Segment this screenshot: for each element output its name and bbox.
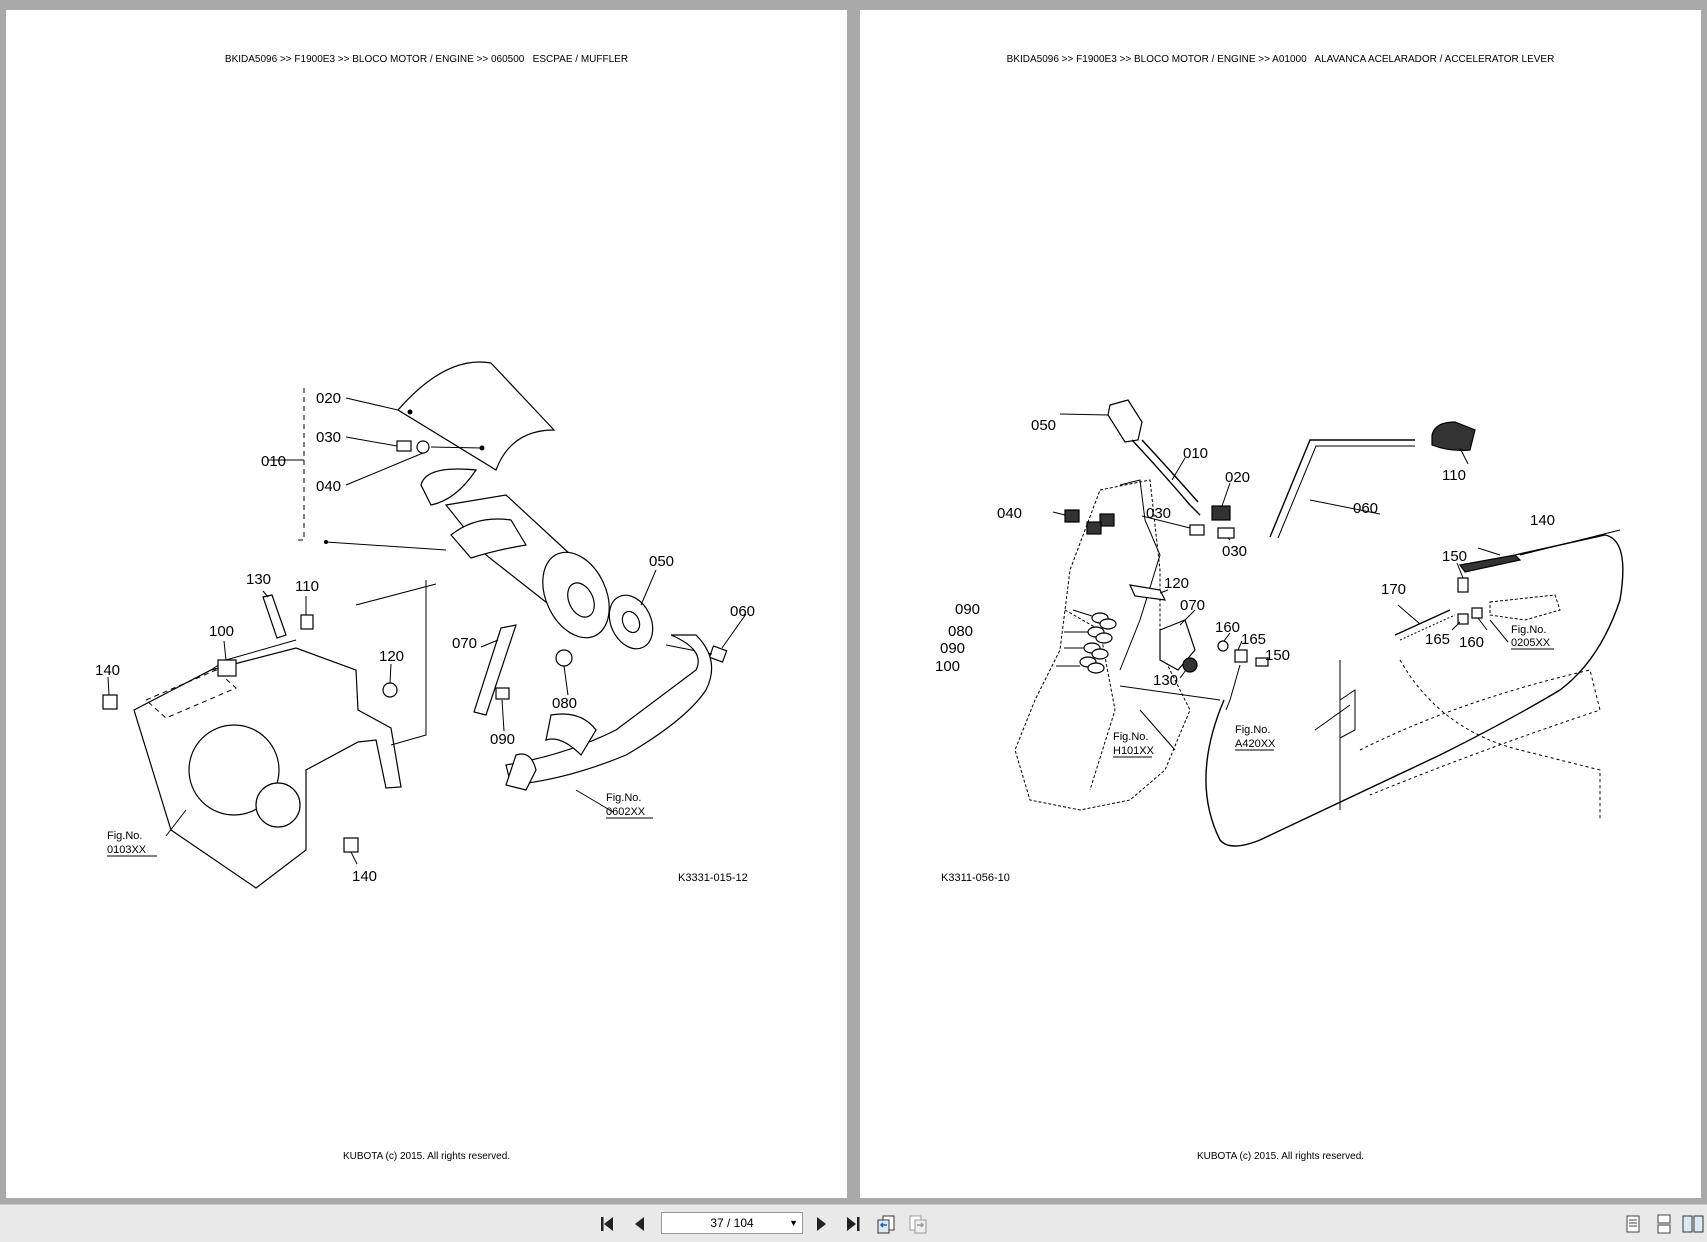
part-label-080[interactable]: 080 [552, 695, 577, 712]
part-label-140-top[interactable]: 140 [95, 662, 120, 679]
part-label-165-left[interactable]: 165 [1241, 631, 1266, 648]
part-label-040[interactable]: 040 [316, 478, 341, 495]
accelerator-lever-exploded-diagram [1014, 399, 1624, 847]
part-label-120[interactable]: 120 [1164, 575, 1189, 592]
prev-page-icon[interactable] [628, 1212, 652, 1236]
part-label-165-right[interactable]: 165 [1425, 631, 1450, 648]
go-forward-icon[interactable] [906, 1212, 930, 1236]
muffler-part-labels: 010 020 030 040 050 060 070 080 090 100 … [95, 390, 755, 885]
drawing-code: K3311-056-10 [941, 872, 1010, 884]
go-back-icon[interactable] [874, 1212, 898, 1236]
chevron-down-icon[interactable]: ▼ [789, 1218, 798, 1228]
drawing-code: K3331-015-12 [678, 872, 748, 884]
fig-ref-title: Fig.No. [606, 792, 641, 804]
fig-ref-code[interactable]: 0602XX [606, 806, 646, 818]
part-label-060[interactable]: 060 [730, 603, 755, 620]
part-label-070[interactable]: 070 [1180, 597, 1205, 614]
fig-ref-title: Fig.No. [107, 830, 142, 842]
continuous-view-icon[interactable] [1652, 1212, 1676, 1236]
part-label-050[interactable]: 050 [649, 553, 674, 570]
part-label-020[interactable]: 020 [316, 390, 341, 407]
pdf-page-right: BKIDA5096 >> F1900E3 >> BLOCO MOTOR / EN… [860, 10, 1701, 1198]
fig-ref-title: Fig.No. [1511, 624, 1546, 636]
part-label-130[interactable]: 130 [1153, 672, 1178, 689]
fig-ref-code[interactable]: H101XX [1113, 745, 1155, 757]
part-label-070[interactable]: 070 [452, 635, 477, 652]
accelerator-part-labels: 050 010 020 030 030 040 060 110 120 070 … [935, 417, 1555, 884]
page-indicator: 37 / 104 [710, 1216, 754, 1230]
part-label-090-lower[interactable]: 090 [940, 640, 965, 657]
page-header: BKIDA5096 >> F1900E3 >> BLOCO MOTOR / EN… [1006, 54, 1555, 65]
part-label-140-bottom[interactable]: 140 [352, 868, 377, 885]
part-label-030-upper[interactable]: 030 [1146, 505, 1171, 522]
last-page-icon[interactable] [840, 1212, 864, 1236]
page-footer: KUBOTA (c) 2015. All rights reserved. [342, 1151, 511, 1162]
two-page-view-icon[interactable] [1681, 1212, 1705, 1236]
part-label-040[interactable]: 040 [997, 505, 1022, 522]
part-label-030[interactable]: 030 [316, 429, 341, 446]
page-footer: KUBOTA (c) 2015. All rights reserved. [1196, 1151, 1365, 1162]
part-label-100[interactable]: 100 [209, 623, 234, 640]
part-label-100[interactable]: 100 [935, 658, 960, 675]
muffler-exploded-diagram [102, 361, 747, 889]
part-label-050[interactable]: 050 [1031, 417, 1056, 434]
page-number-field[interactable]: 37 / 104 ▼ [661, 1212, 803, 1234]
part-label-170[interactable]: 170 [1381, 581, 1406, 598]
page-header: BKIDA5096 >> F1900E3 >> BLOCO MOTOR / EN… [224, 54, 629, 65]
part-label-140[interactable]: 140 [1530, 512, 1555, 529]
part-label-030-lower[interactable]: 030 [1222, 543, 1247, 560]
part-label-130[interactable]: 130 [246, 571, 271, 588]
part-label-060[interactable]: 060 [1353, 500, 1378, 517]
next-page-icon[interactable] [809, 1212, 833, 1236]
fig-ref-title: Fig.No. [1113, 731, 1148, 743]
fig-ref-code[interactable]: A420XX [1235, 738, 1276, 750]
fig-ref-title: Fig.No. [1235, 724, 1270, 736]
fig-ref-code[interactable]: 0205XX [1511, 637, 1551, 649]
part-label-120[interactable]: 120 [379, 648, 404, 665]
part-label-010[interactable]: 010 [261, 453, 286, 470]
part-label-090-upper[interactable]: 090 [955, 601, 980, 618]
part-label-020[interactable]: 020 [1225, 469, 1250, 486]
part-label-160-right[interactable]: 160 [1459, 634, 1484, 651]
single-page-view-icon[interactable] [1621, 1212, 1645, 1236]
first-page-icon[interactable] [597, 1212, 621, 1236]
pdf-viewer-toolbar: 37 / 104 ▼ [0, 1204, 1707, 1242]
part-label-010[interactable]: 010 [1183, 445, 1208, 462]
part-label-110[interactable]: 110 [1442, 467, 1466, 484]
part-label-160-left[interactable]: 160 [1215, 619, 1240, 636]
pdf-page-left: BKIDA5096 >> F1900E3 >> BLOCO MOTOR / EN… [6, 10, 847, 1198]
part-label-110[interactable]: 110 [295, 578, 319, 595]
part-label-080[interactable]: 080 [948, 623, 973, 640]
part-label-150-lower[interactable]: 150 [1265, 647, 1290, 664]
part-label-090[interactable]: 090 [490, 731, 515, 748]
part-label-150-upper[interactable]: 150 [1442, 548, 1467, 565]
fig-ref-code[interactable]: 0103XX [107, 844, 147, 856]
